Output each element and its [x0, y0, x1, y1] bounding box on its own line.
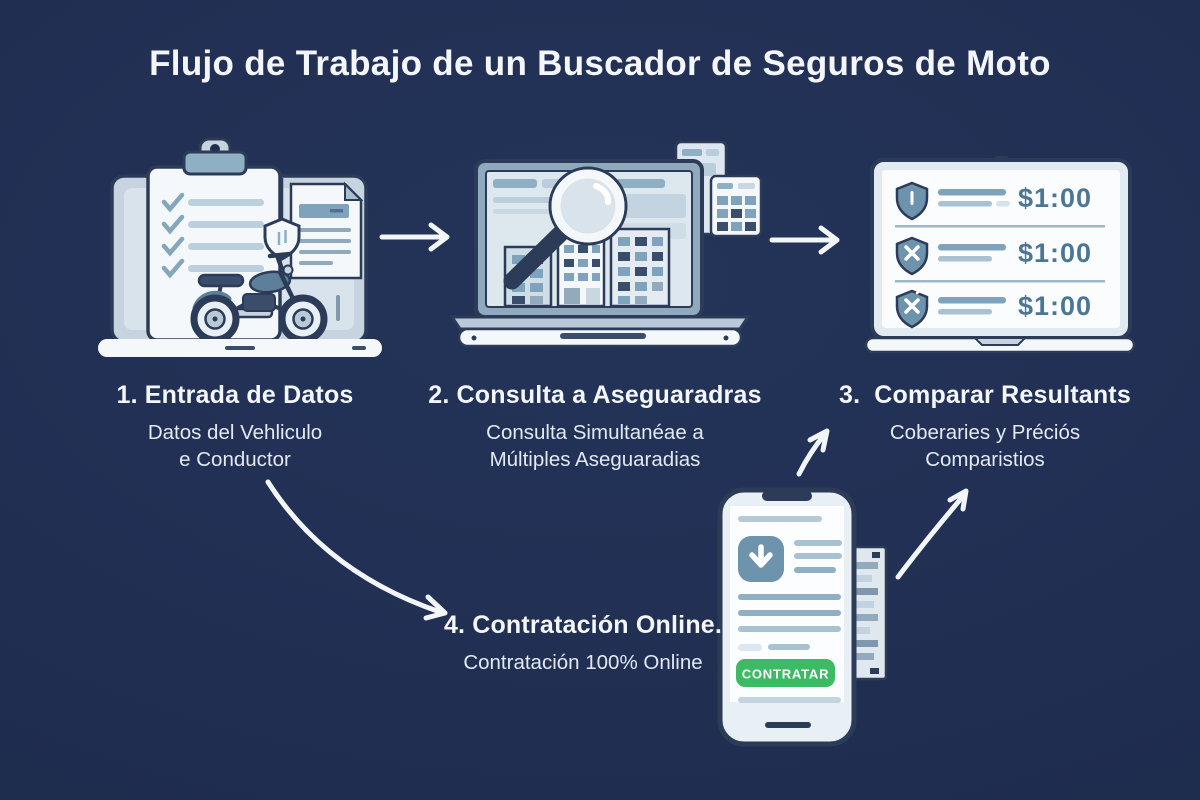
step1-clipboard-motorcycle-illustration: [98, 137, 382, 357]
checkmark-icon: [161, 258, 185, 279]
magnifier-icon: [503, 166, 628, 290]
motorcycle-icon: [190, 251, 328, 344]
step4-title: 4.Contratación Online.: [443, 611, 723, 639]
receipt-icon: [846, 545, 888, 681]
price-value: $1:00: [1018, 238, 1092, 268]
shield-tag-icon: [263, 178, 301, 261]
contratar-button[interactable]: CONTRATAR: [736, 659, 835, 687]
step2-title: 2.Consulta a Aseguaradras: [428, 381, 762, 409]
step4-label: 4.Contratación Online. Contratación 100%…: [428, 611, 738, 676]
step3-title: 3.Comparar Resultants: [839, 381, 1131, 409]
laptop-deck: [449, 315, 751, 331]
step1-subtitle-line1: Datos del Vehliculo: [147, 421, 323, 444]
front-wheel-icon: [278, 294, 328, 344]
home-indicator: [765, 722, 811, 728]
building-icon: [556, 235, 606, 308]
step1-label: 1.Entrada de Datos Datos del Vehliculo e …: [75, 381, 395, 473]
checkmark-icon: [161, 214, 185, 235]
rear-wheel-icon: [190, 294, 240, 344]
step2-label: 2.Consulta a Aseguaradras Consulta Simul…: [425, 381, 765, 473]
price-value: $1:00: [1018, 291, 1092, 321]
row-divider: [895, 280, 1105, 283]
price-value: $1:00: [1018, 183, 1092, 213]
step4-subtitle: Contratación 100% Online: [428, 649, 738, 676]
board-mark: [336, 295, 340, 321]
step1-subtitle-line2: e Conductor: [179, 448, 291, 472]
shield-lock-icon: [895, 181, 929, 221]
arrow-step2-to-step3-icon: [769, 225, 840, 255]
document-icon: [289, 181, 364, 280]
step2-subtitle-line1: Consulta Simultanéae a: [486, 421, 704, 444]
step3-label: 3.Comparar Resultants Coberaries y Préci…: [820, 381, 1150, 473]
arrow-step1-to-step4-icon: [265, 479, 448, 621]
arrow-receipt-to-step3-icon: [895, 488, 969, 580]
step1-title: 1.Entrada de Datos: [116, 381, 354, 409]
checkmark-icon: [161, 236, 185, 257]
arrow-step4-to-step3-icon: [796, 428, 830, 477]
result-row: $1:00: [895, 181, 1092, 221]
step3-results-screen-illustration: $1:00 $1:00 $: [864, 156, 1136, 354]
shield-x-icon: [895, 285, 929, 329]
row-divider: [895, 225, 1105, 228]
shield-download-icon: [738, 536, 784, 582]
building-icon: [609, 227, 671, 308]
step2-laptop-search-illustration: [449, 140, 763, 348]
contratar-button-label: CONTRATAR: [742, 667, 830, 682]
arrow-step1-to-step2-icon: [379, 222, 450, 252]
step2-subtitle-line2: Múltiples Aseguaradias: [489, 448, 701, 472]
flow-arrows: [265, 222, 969, 621]
step3-subtitle-line2: Comparistios: [925, 448, 1045, 472]
result-row: $1:00: [895, 285, 1092, 329]
step4-subtitle-line1: Contratación 100% Online: [463, 651, 703, 674]
calculator-card-icon: [709, 174, 763, 238]
phone-notch: [762, 491, 812, 501]
shield-x-icon: [895, 236, 929, 276]
step3-subtitle-line1: Coberaries y Préciós: [889, 421, 1081, 444]
step4-phone-contract-illustration: CONTRATAR: [717, 487, 888, 747]
page-title: Flujo de Trabajo de un Buscador de Segur…: [149, 44, 1051, 83]
step2-subtitle: Consulta Simultanéae a Múltiples Aseguara…: [425, 419, 765, 473]
smartphone-icon: CONTRATAR: [717, 487, 857, 747]
step1-subtitle: Datos del Vehliculo e Conductor: [75, 419, 395, 473]
result-row: $1:00: [895, 236, 1092, 276]
headlight: [282, 264, 294, 276]
checklist: [161, 192, 264, 279]
checkmark-icon: [161, 192, 185, 213]
